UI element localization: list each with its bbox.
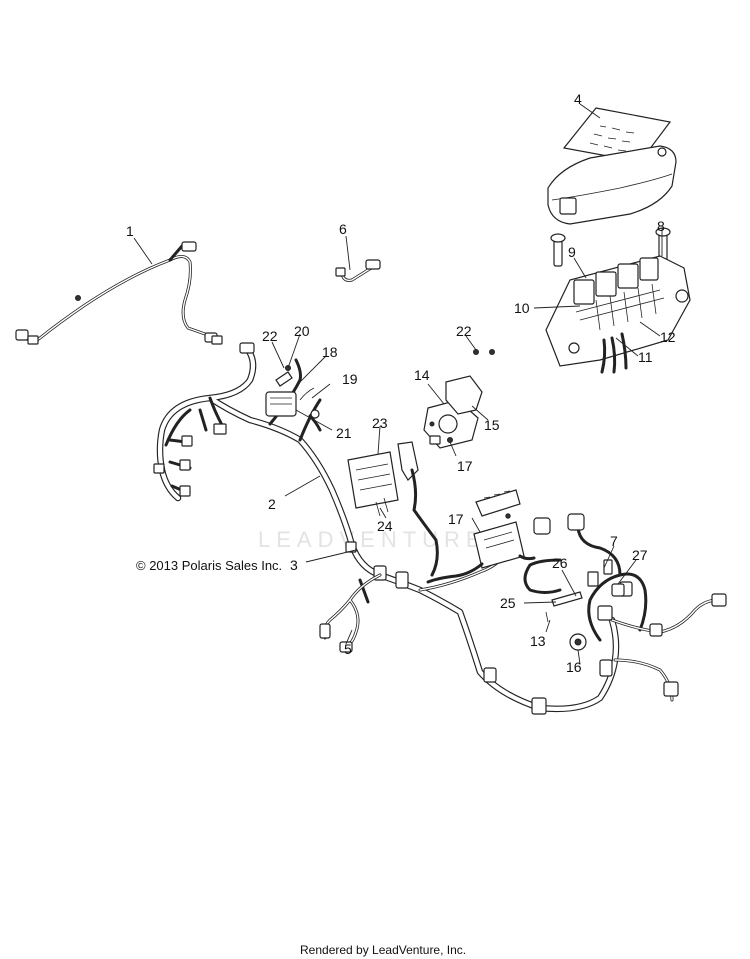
callout-18: 18 [322,344,338,360]
callout-16: 16 [566,659,582,675]
screw-9 [550,233,566,267]
callout-15: 15 [484,417,500,433]
footer-credit: Rendered by LeadVenture, Inc. [300,943,466,957]
callout-5: 5 [344,641,352,657]
callout-12: 12 [660,329,676,345]
callout-9: 9 [568,244,576,260]
callout-26: 26 [552,555,568,571]
callout-3: 3 [290,557,298,573]
fuse-box-cover [547,145,677,225]
part-6-sensor-lead [335,259,381,282]
callout-19: 19 [342,371,358,387]
callout-20: 20 [294,323,310,339]
callout-22a: 22 [262,328,278,344]
callout-23: 23 [372,415,388,431]
copyright-notice: © 2013 Polaris Sales Inc. [136,558,282,573]
callout-14: 14 [414,367,430,383]
callout-2: 2 [268,496,276,512]
callout-7: 7 [610,533,618,549]
callout-17a: 17 [457,458,473,474]
ecu-23 [347,441,439,577]
callout-22b: 22 [456,323,472,339]
callout-27: 27 [632,547,648,563]
fuse-strip-17 [426,489,536,584]
part-1-front-harness [15,241,223,345]
callout-4: 4 [574,91,582,107]
relay-fuse-block [545,255,691,374]
watermark: LEADVENTURE [258,527,487,552]
callout-10: 10 [514,300,530,316]
relay-bracket-group [265,365,322,432]
callout-24: 24 [377,518,393,534]
callout-11: 11 [638,349,653,365]
right-harness-branches [418,513,727,702]
callout-25: 25 [500,595,516,611]
callout-13: 13 [530,633,546,649]
callouts: 1 2 3 4 5 6 7 8 9 10 11 12 13 14 15 16 1… [126,91,676,675]
callout-1: 1 [126,223,134,239]
callout-8: 8 [657,218,665,234]
callout-21: 21 [336,425,352,441]
callout-17b: 17 [448,511,464,527]
callout-6: 6 [339,221,347,237]
small-parts-lower-right [545,559,625,651]
leader-lines [133,103,663,665]
screw-8 [655,227,671,263]
part-5-sub-harness [319,573,382,653]
